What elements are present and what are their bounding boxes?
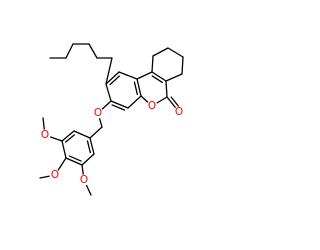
double-bond	[89, 137, 95, 155]
double-bond-inner-line	[68, 155, 82, 162]
bond-layer	[39, 43, 184, 196]
single-bond	[136, 71, 153, 80]
double-bond-inner-line	[109, 75, 121, 86]
single-bond	[88, 43, 98, 59]
methoxy-oxygen-bottom-mask	[78, 174, 90, 186]
single-bond	[165, 80, 168, 98]
single-bond	[167, 47, 184, 58]
single-bond	[127, 95, 142, 109]
methoxy-oxygen-top-label: O	[41, 129, 49, 141]
molecule-structure-diagram: O O O O O O	[39, 43, 185, 196]
double-bond-inner-line	[65, 134, 76, 143]
double-bond-inner-line	[86, 140, 91, 154]
single-bond	[61, 140, 67, 159]
single-bond	[181, 56, 184, 75]
atom-label-layer: O O O O O O	[39, 100, 185, 186]
methoxy-oxygen-bottom-label: O	[80, 174, 88, 186]
double-bond	[61, 130, 75, 142]
single-bond	[118, 71, 138, 80]
carbonyl-oxygen-label: O	[175, 106, 183, 118]
methoxy-oxygen-middle-mask	[49, 169, 61, 181]
lactone-ring-oxygen-mask	[146, 100, 158, 112]
double-bond	[105, 71, 120, 85]
single-bond	[81, 153, 95, 166]
single-bond	[165, 73, 183, 82]
double-bond-inner-line	[133, 81, 138, 96]
lactone-ring-oxygen-label: O	[148, 100, 156, 112]
double-bond	[110, 100, 129, 109]
double-bond	[151, 71, 167, 82]
single-bond	[152, 47, 169, 57]
single-bond	[151, 55, 154, 73]
methoxy-oxygen-top-mask	[39, 129, 51, 141]
single-bond	[105, 83, 112, 102]
ether-oxygen-mask	[92, 107, 104, 119]
double-bond-inner-line	[170, 96, 181, 109]
ether-oxygen-label: O	[94, 107, 102, 119]
double-bond	[136, 78, 142, 97]
carbonyl-oxygen-mask	[173, 106, 185, 118]
double-bond-inner-line	[111, 104, 126, 111]
single-bond	[89, 126, 103, 139]
methoxy-oxygen-middle-label: O	[51, 169, 59, 181]
single-bond	[105, 57, 113, 85]
single-bond	[65, 43, 74, 59]
double-bond	[65, 157, 83, 166]
single-bond	[73, 130, 91, 139]
double-bond-inner-line	[151, 75, 163, 84]
